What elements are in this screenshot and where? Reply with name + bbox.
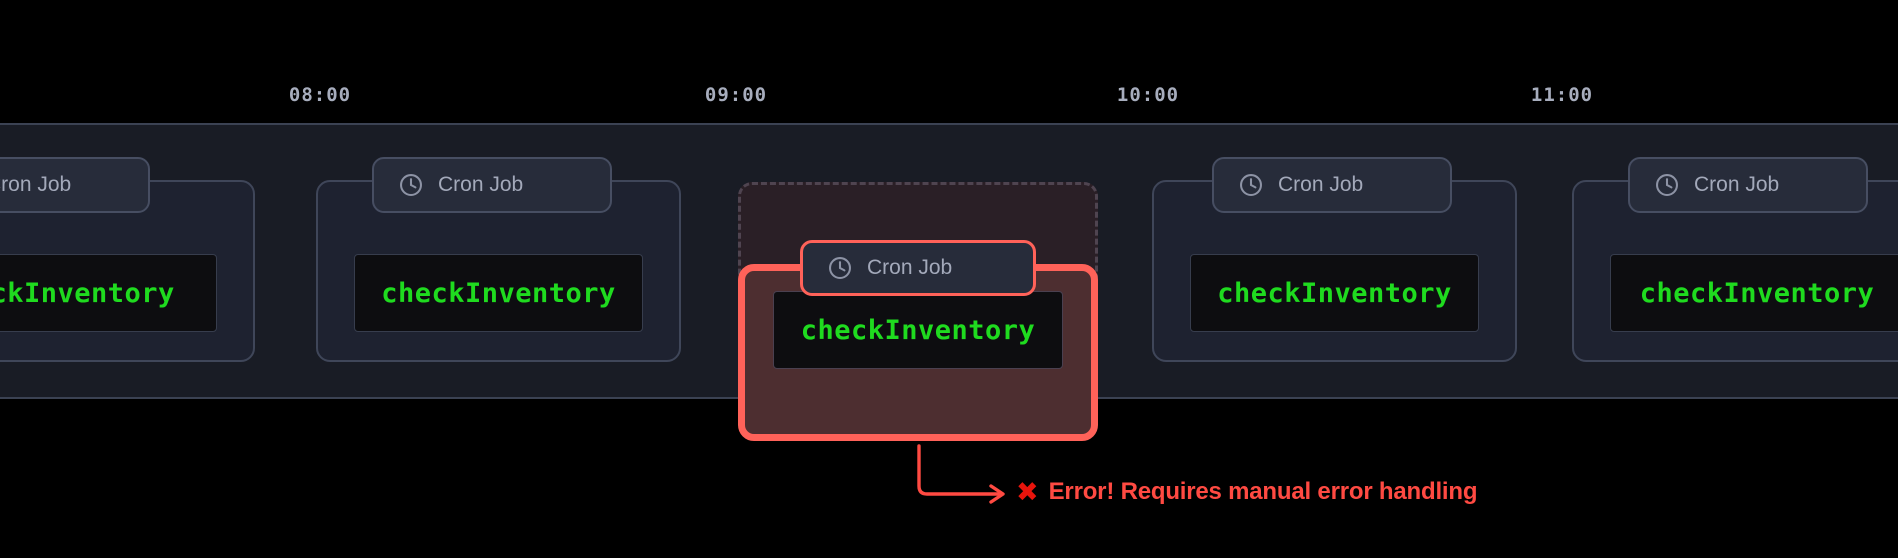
clock-icon	[1240, 174, 1262, 196]
error-annotation: ✖ Error! Requires manual error handling	[1016, 476, 1478, 508]
cron-job-pill-label-5: Cron Job	[1694, 173, 1780, 196]
job-name-3: checkInventory	[800, 314, 1036, 346]
cron-job-pill-label-3: Cron Job	[867, 256, 953, 279]
cron-card-1[interactable]: checkInventory	[0, 180, 255, 362]
job-name-4: checkInventory	[1217, 277, 1452, 309]
time-tick-0800: 08:00	[288, 84, 352, 106]
time-axis: 08:00 09:00 10:00 11:00	[0, 0, 1898, 123]
clock-icon	[400, 174, 422, 196]
code-box-2: checkInventory	[354, 254, 643, 332]
time-tick-0900: 09:00	[704, 84, 768, 106]
code-box-5: checkInventory	[1610, 254, 1898, 332]
cron-job-pill-3[interactable]: Cron Job	[800, 240, 1036, 296]
code-box-4: checkInventory	[1190, 254, 1479, 332]
job-name-5: checkInventory	[1639, 277, 1875, 309]
job-name-1: checkInventory	[0, 277, 175, 309]
error-cross-icon: ✖	[1016, 476, 1039, 508]
time-tick-1100: 11:00	[1530, 84, 1594, 106]
cron-job-pill-4[interactable]: Cron Job	[1212, 157, 1452, 213]
cron-card-3-error[interactable]: checkInventory	[738, 264, 1098, 441]
clock-icon	[829, 257, 851, 279]
time-tick-1000: 10:00	[1116, 84, 1180, 106]
cron-job-pill-label-4: Cron Job	[1278, 173, 1364, 196]
cron-job-pill-5[interactable]: Cron Job	[1628, 157, 1868, 213]
cron-job-pill-1[interactable]: Cron Job	[0, 157, 150, 213]
error-message: Error! Requires manual error handling	[1048, 478, 1478, 505]
code-box-1: checkInventory	[0, 254, 217, 332]
error-callout-arrow	[917, 444, 1005, 504]
clock-icon	[1656, 174, 1678, 196]
cron-job-pill-2[interactable]: Cron Job	[372, 157, 612, 213]
cron-job-pill-label-2: Cron Job	[438, 173, 524, 196]
job-name-2: checkInventory	[381, 277, 616, 309]
code-box-3: checkInventory	[773, 291, 1063, 369]
cron-job-pill-label-1: Cron Job	[0, 173, 72, 196]
